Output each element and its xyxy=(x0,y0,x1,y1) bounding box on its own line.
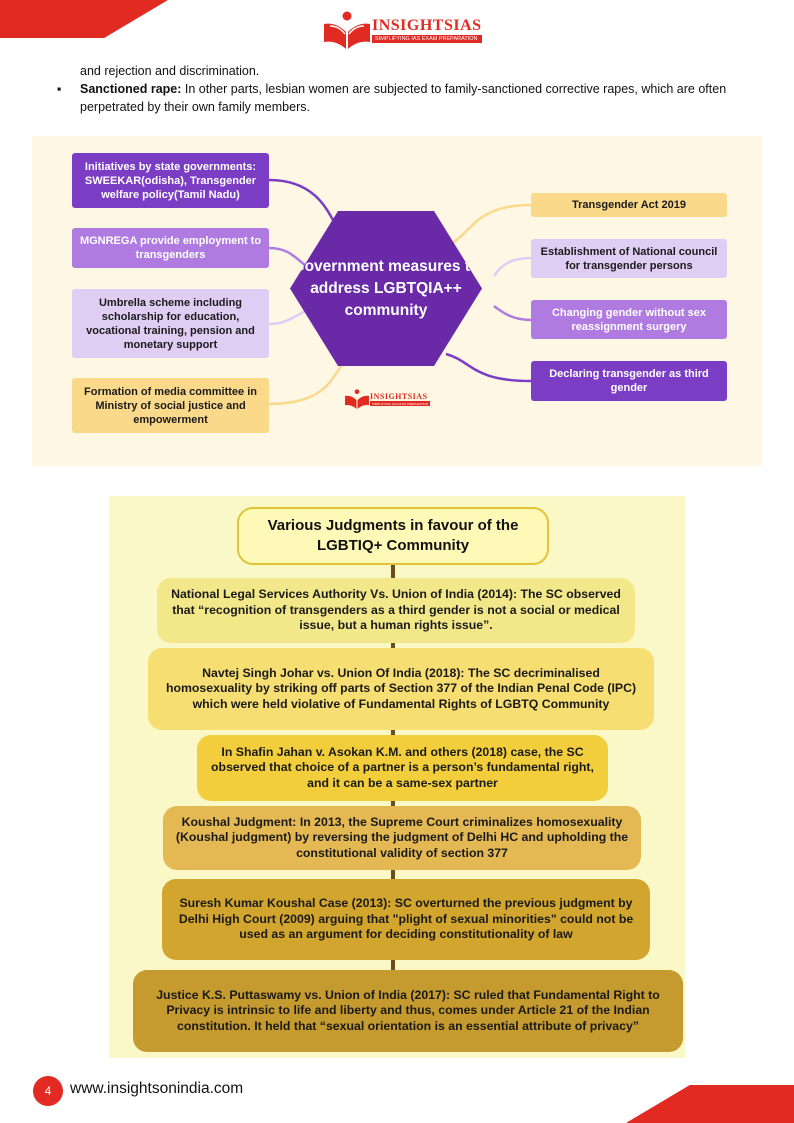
continuation-text: and rejection and discrimination. xyxy=(80,64,260,78)
watermark-tagline: SIMPLIFYING IAS EXAM PREPARATION xyxy=(370,401,430,406)
mindmap-item-media-committee: Formation of media committee in Ministry… xyxy=(72,378,269,433)
insightsias-logo: INSIGHTSIAS SIMPLIFYING IAS EXAM PREPARA… xyxy=(322,10,482,50)
judgment-koushal: Koushal Judgment: In 2013, the Supreme C… xyxy=(163,806,641,870)
logo-brand: INSIGHTSIAS xyxy=(372,17,482,34)
footer-website-link[interactable]: www.insightsonindia.com xyxy=(70,1080,244,1097)
mindmap-item-umbrella-scheme: Umbrella scheme including scholarship fo… xyxy=(72,289,269,358)
header-corner-decoration xyxy=(0,0,168,38)
mindmap-item-third-gender: Declaring transgender as third gender xyxy=(531,361,727,401)
judgment-puttaswamy: Justice K.S. Puttaswamy vs. Union of Ind… xyxy=(133,970,683,1052)
open-book-icon xyxy=(345,389,369,409)
watermark-brand: INSIGHTSIAS xyxy=(370,392,428,401)
bullet-label: Sanctioned rape: xyxy=(80,82,182,96)
judgment-suresh-kumar-koushal: Suresh Kumar Koushal Case (2013): SC ove… xyxy=(162,879,650,960)
mindmap-item-changing-gender: Changing gender without sex reassignment… xyxy=(531,300,727,339)
mindmap-item-transgender-act: Transgender Act 2019 xyxy=(531,193,727,217)
footer-corner-decoration xyxy=(626,1085,794,1123)
page-number-badge: 4 xyxy=(33,1076,63,1106)
mindmap-item-state-initiatives: Initiatives by state governments: SWEEKA… xyxy=(72,153,269,208)
mindmap-watermark-logo: INSIGHTSIAS SIMPLIFYING IAS EXAM PREPARA… xyxy=(344,388,430,410)
judgments-flowchart: Various Judgments in favour of the LGBTI… xyxy=(109,496,685,1058)
body-text: and rejection and discrimination. ▪ Sanct… xyxy=(57,62,767,116)
mindmap-item-national-council: Establishment of National council for tr… xyxy=(531,239,727,278)
mindmap-item-mgnrega: MGNREGA provide employment to transgende… xyxy=(72,228,269,268)
logo-tagline: SIMPLIFYING IAS EXAM PREPARATION xyxy=(372,35,482,43)
bullet-sanctioned-rape: ▪ Sanctioned rape: In other parts, lesbia… xyxy=(57,80,767,116)
judgment-navtej-johar: Navtej Singh Johar vs. Union Of India (2… xyxy=(148,648,654,730)
judgment-nalsa: National Legal Services Authority Vs. Un… xyxy=(157,578,635,643)
bullet-text: In other parts, lesbian women are subjec… xyxy=(80,82,727,114)
judgments-title: Various Judgments in favour of the LGBTI… xyxy=(237,507,549,565)
judgment-shafin-jahan: In Shafin Jahan v. Asokan K.M. and other… xyxy=(197,735,608,801)
bullet-icon: ▪ xyxy=(57,82,62,96)
government-measures-mindmap: Initiatives by state governments: SWEEKA… xyxy=(32,136,762,466)
open-book-icon xyxy=(324,11,370,49)
